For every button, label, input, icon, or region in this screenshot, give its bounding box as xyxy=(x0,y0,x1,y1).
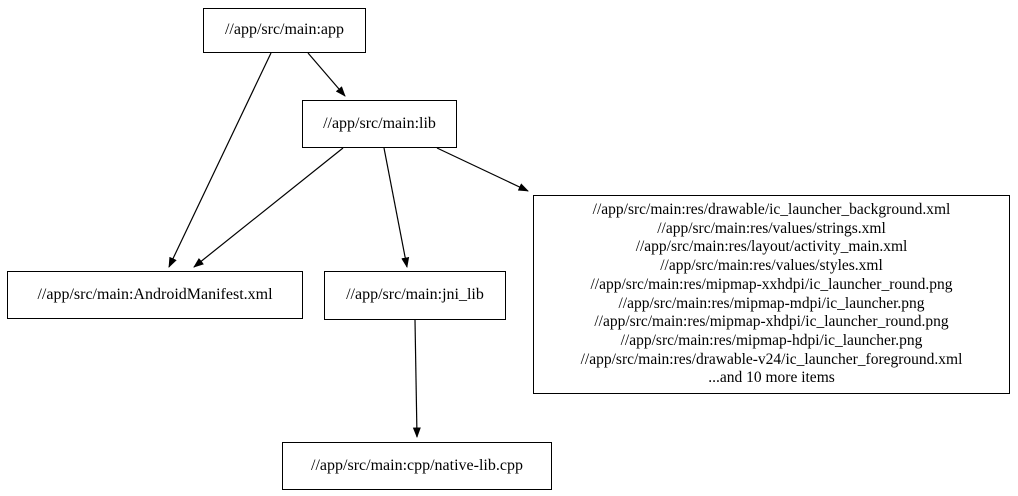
graph-node-native-lib: //app/src/main:cpp/native-lib.cpp xyxy=(282,442,552,490)
edge-lib-to-jni-lib xyxy=(383,147,410,268)
res-file-line: //app/src/main:res/layout/activity_main.… xyxy=(635,238,908,256)
node-label-androidmanifest: //app/src/main:AndroidManifest.xml xyxy=(37,285,273,303)
res-file-line: //app/src/main:res/drawable-v24/ic_launc… xyxy=(580,350,963,368)
res-file-line: //app/src/main:res/drawable/ic_launcher_… xyxy=(592,200,951,218)
graph-node-lib: //app/src/main:lib xyxy=(302,100,457,148)
res-file-more-items: ...and 10 more items xyxy=(708,369,835,387)
edge-lib-to-androidmanifest xyxy=(193,147,344,268)
res-file-line: //app/src/main:res/mipmap-mdpi/ic_launch… xyxy=(618,294,925,312)
node-label-lib: //app/src/main:lib xyxy=(323,114,436,132)
graph-node-res-files: //app/src/main:res/drawable/ic_launcher_… xyxy=(533,195,1010,394)
node-label-app: //app/src/main:app xyxy=(224,21,345,39)
res-file-line: //app/src/main:res/mipmap-xhdpi/ic_launc… xyxy=(594,313,949,331)
edge-app-to-androidmanifest xyxy=(168,52,272,268)
graph-node-app: //app/src/main:app xyxy=(203,8,366,53)
res-file-line: //app/src/main:res/values/strings.xml xyxy=(657,219,886,237)
res-file-line: //app/src/main:res/mipmap-hdpi/ic_launch… xyxy=(620,331,923,349)
graph-node-jni-lib: //app/src/main:jni_lib xyxy=(324,271,506,320)
edge-app-to-lib xyxy=(307,52,346,97)
node-label-jni-lib: //app/src/main:jni_lib xyxy=(346,286,484,304)
edge-jni-lib-to-native-lib xyxy=(412,319,421,438)
edge-lib-to-res-files xyxy=(436,147,529,192)
res-file-line: //app/src/main:res/values/styles.xml xyxy=(660,257,883,275)
node-label-native-lib: //app/src/main:cpp/native-lib.cpp xyxy=(311,456,523,474)
graph-node-androidmanifest: //app/src/main:AndroidManifest.xml xyxy=(7,271,303,319)
res-file-line: //app/src/main:res/mipmap-xxhdpi/ic_laun… xyxy=(590,275,953,293)
